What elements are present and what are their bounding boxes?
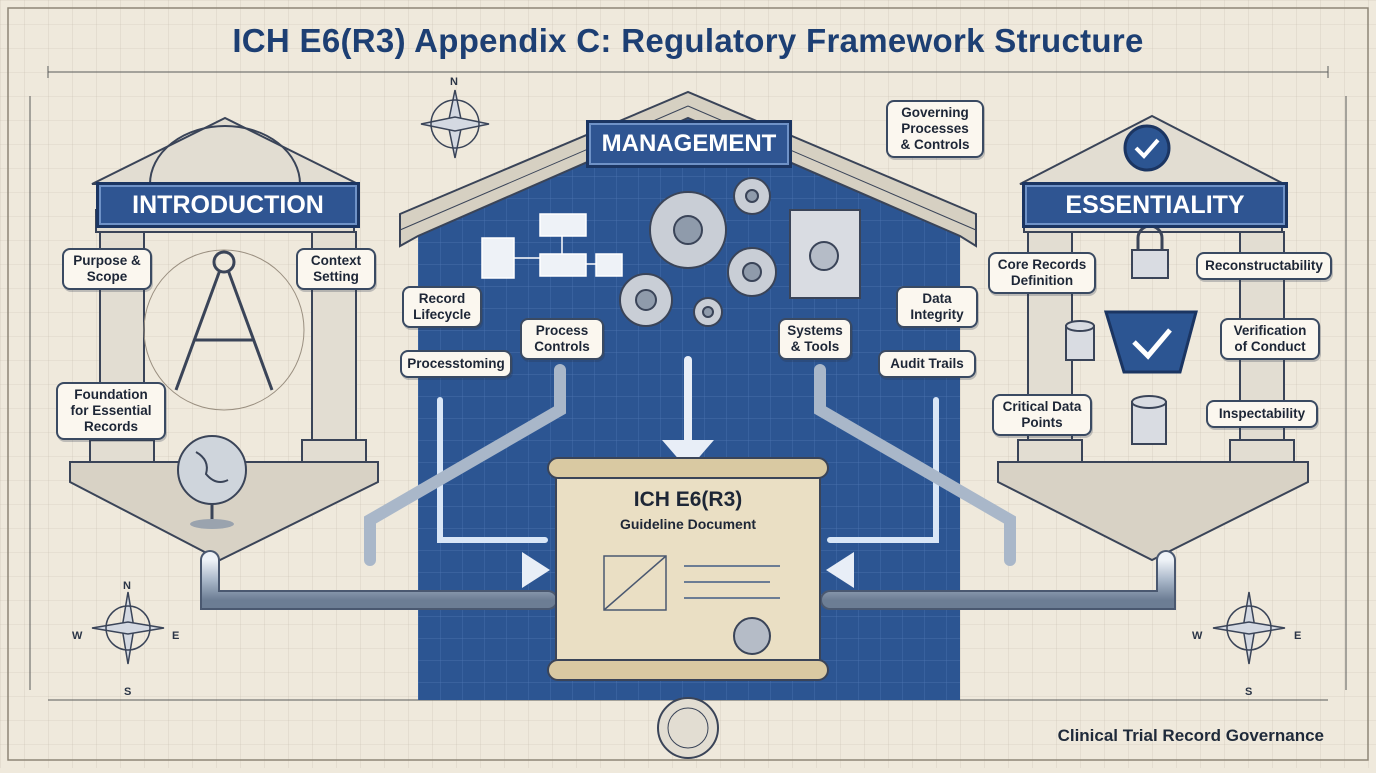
seal-icon — [733, 617, 771, 655]
pipes — [200, 356, 1176, 610]
callout-processtoming: Processtoming — [400, 350, 512, 378]
callout-critical-data: Critical Data Points — [992, 394, 1092, 436]
scroll-icon — [547, 457, 829, 681]
gear-icon — [619, 177, 777, 327]
padlock-icon — [1131, 224, 1169, 279]
essentiality-banner: ESSENTIALITY — [1022, 182, 1288, 228]
callout-record-lifecycle: Record Lifecycle — [402, 286, 482, 328]
callout-process-controls: Process Controls — [520, 318, 604, 360]
safe-icon — [789, 209, 861, 299]
compass-west-left: W — [72, 630, 83, 642]
compass-north-top: N — [450, 76, 458, 88]
compass-east-right: E — [1294, 630, 1302, 642]
compass-south-left: S — [124, 686, 132, 698]
compass-south-right: S — [1245, 686, 1253, 698]
seal-icon — [657, 697, 719, 759]
callout-data-integrity: Data Integrity — [896, 286, 978, 328]
callout-core-records: Core Records Definition — [988, 252, 1096, 294]
document-title: ICH E6(R3) — [633, 488, 743, 511]
callout-audit-trails: Audit Trails — [878, 350, 976, 378]
outer-frame — [7, 7, 1369, 761]
footer-caption: Clinical Trial Record Governance — [1057, 726, 1324, 745]
document-subtitle: Guideline Document — [619, 516, 757, 532]
compass-rose-icon — [91, 89, 1286, 665]
callout-purpose-scope: Purpose & Scope — [62, 248, 152, 290]
compass-north-left: N — [123, 580, 131, 592]
callout-verification: Verification of Conduct — [1220, 318, 1320, 360]
page-title: ICH E6(R3) Appendix C: Regulatory Framew… — [232, 22, 1144, 59]
compass-east-left: E — [172, 630, 180, 642]
drafting-compass-icon — [143, 249, 305, 411]
globe-icon — [177, 435, 247, 529]
callout-reconstructability: Reconstructability — [1196, 252, 1332, 280]
callout-inspectability: Inspectability — [1206, 400, 1318, 428]
shield-check-icon — [1103, 310, 1198, 374]
database-icon — [1065, 320, 1167, 445]
callout-foundation: Foundation for Essential Records — [56, 382, 166, 440]
flowchart — [481, 213, 623, 279]
shield-check-icon — [1123, 124, 1171, 172]
callout-systems-tools: Systems & Tools — [778, 318, 852, 360]
compass-west-right: W — [1192, 630, 1203, 642]
callout-context-setting: Context Setting — [296, 248, 376, 290]
callout-governing-processes: Governing Processes & Controls — [886, 100, 984, 158]
management-banner: MANAGEMENT — [586, 120, 792, 168]
introduction-banner: INTRODUCTION — [96, 182, 360, 228]
